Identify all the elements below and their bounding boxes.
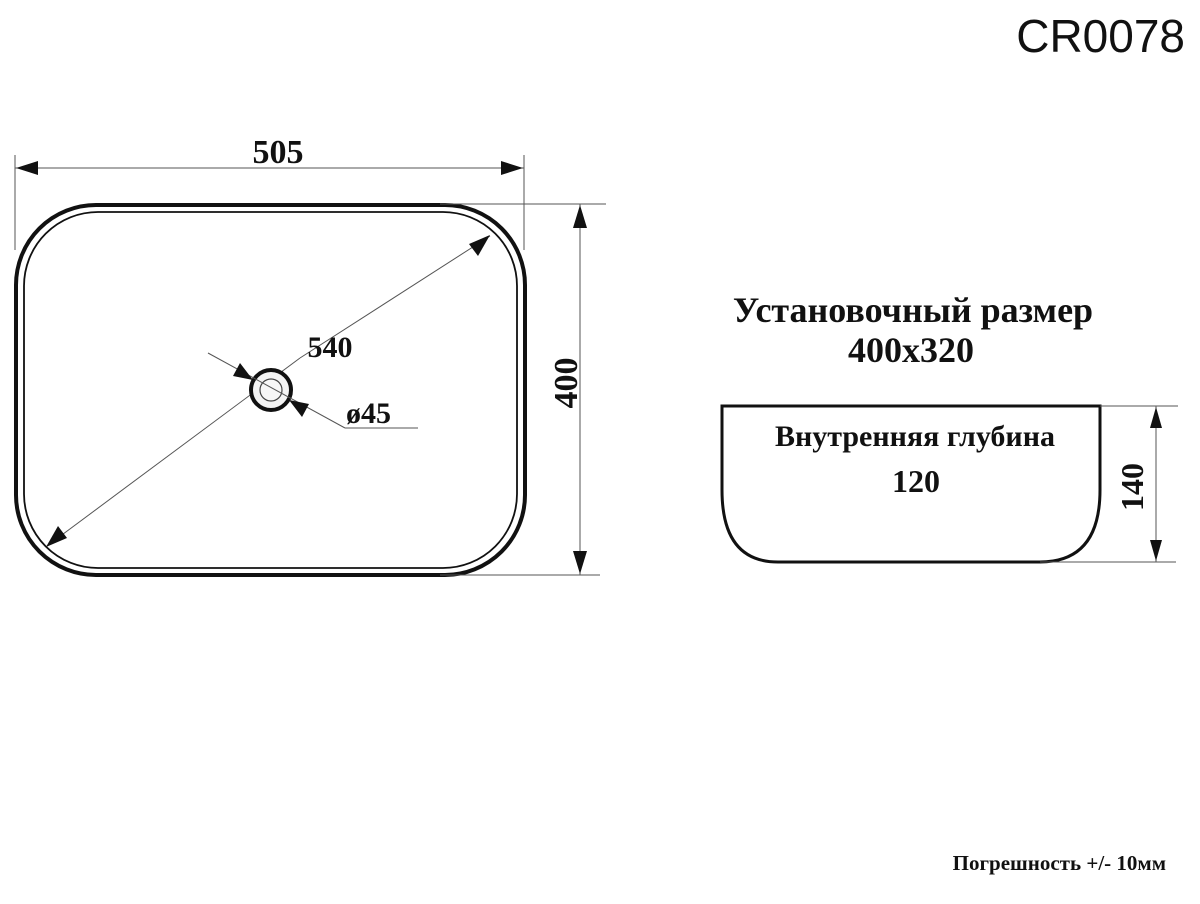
height-dimension: 400 xyxy=(440,203,606,576)
tolerance-note: Погрешность +/- 10мм xyxy=(953,851,1166,875)
installation-size: 400x320 xyxy=(848,330,974,370)
arrow-down-icon xyxy=(1150,540,1162,561)
basin-outer-outline xyxy=(14,203,527,577)
diagonal-label: 540 xyxy=(308,331,353,364)
installation-title: Установочный размер xyxy=(733,290,1093,330)
top-view: 505 400 540 ø45 xyxy=(14,134,606,577)
drain-inner-ring xyxy=(259,378,283,402)
width-label: 505 xyxy=(253,134,304,171)
arrow-diagonal-down-icon xyxy=(46,526,67,547)
arrow-down-icon xyxy=(573,551,587,574)
arrow-drain-left-icon xyxy=(233,363,253,380)
arrow-drain-right-icon xyxy=(289,400,309,417)
basin-inner-outline xyxy=(23,211,518,569)
arrow-right-icon xyxy=(501,161,523,175)
width-dimension: 505 xyxy=(14,134,525,250)
arrow-up-icon xyxy=(573,205,587,228)
height-label: 400 xyxy=(548,358,585,409)
arrow-left-icon xyxy=(16,161,38,175)
arrow-diagonal-up-icon xyxy=(469,235,490,256)
profile-height-dimension: 140 xyxy=(1040,405,1178,563)
model-code: CR0078 xyxy=(1016,10,1185,62)
arrow-up-icon xyxy=(1150,407,1162,428)
inner-depth-title: Внутренняя глубина xyxy=(775,420,1055,453)
inner-depth-value: 120 xyxy=(892,463,940,499)
profile-height-label: 140 xyxy=(1114,463,1150,511)
drain: ø45 xyxy=(207,352,418,430)
drain-label: ø45 xyxy=(346,397,391,430)
diagonal-dimension: 540 xyxy=(46,235,491,547)
side-view: Установочный размер 400x320 Внутренняя г… xyxy=(720,290,1178,564)
